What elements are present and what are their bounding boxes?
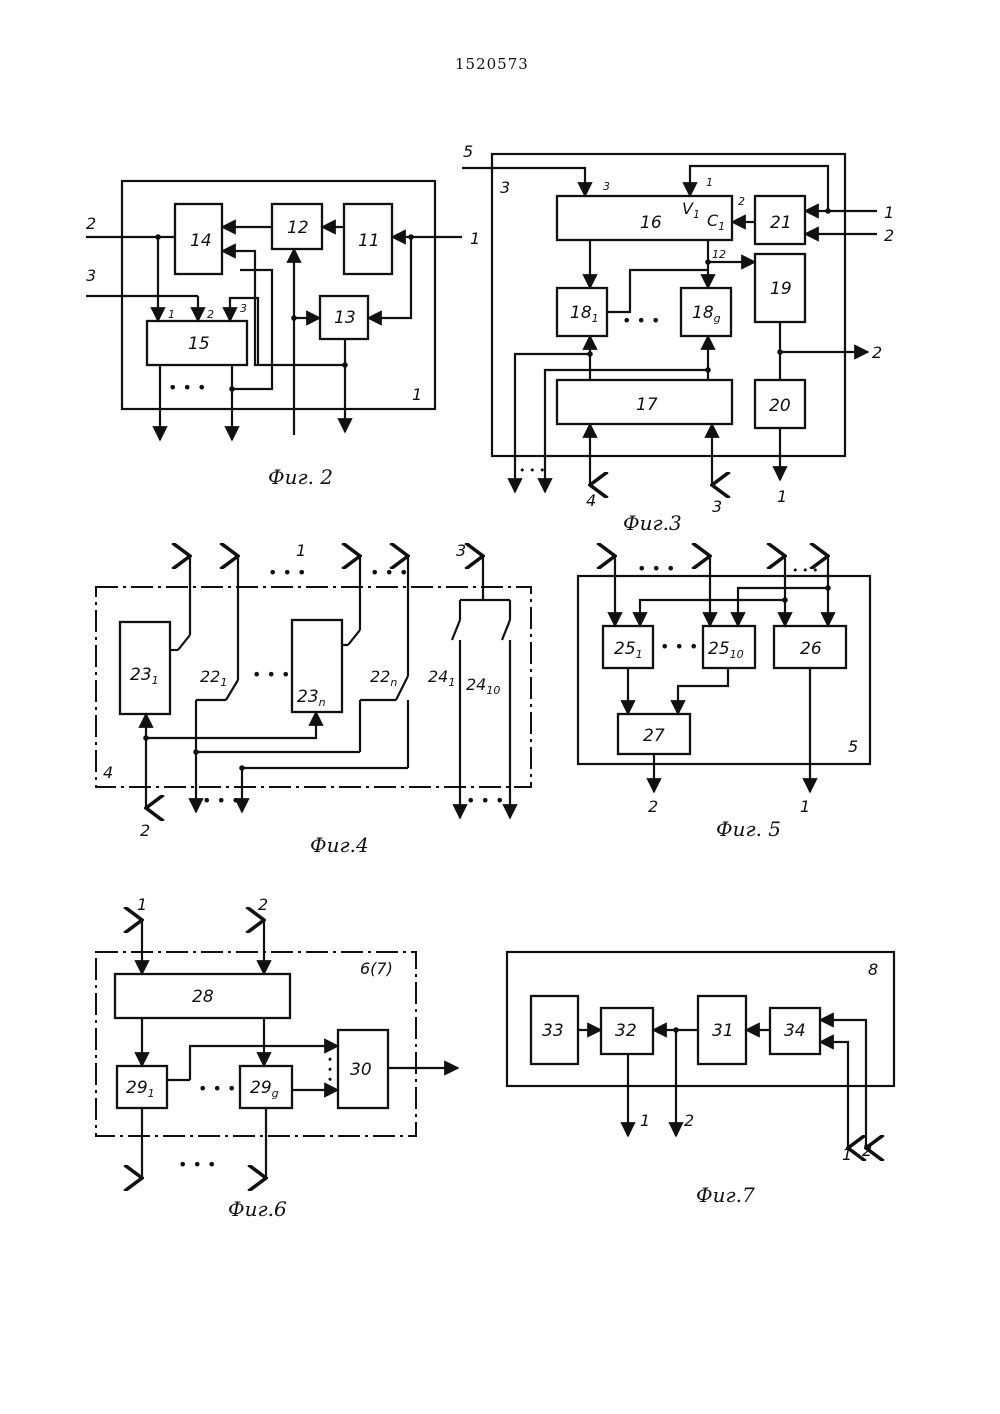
fig7-input-2-label: 2 bbox=[862, 1141, 872, 1160]
fig6-caption: Фиг.6 bbox=[228, 1197, 287, 1221]
fig7-input-1-label: 1 bbox=[842, 1145, 852, 1164]
fig2-frame-label: 1 bbox=[412, 385, 422, 404]
fig5-frame-label: 5 bbox=[848, 737, 858, 756]
fig6-connections bbox=[142, 920, 458, 1178]
fig3-block-16-label: 16 bbox=[640, 213, 662, 233]
fig3-block-21-label: 21 bbox=[770, 213, 792, 233]
figure-3: 3 16 V1 C1 21 19 181 18g 17 20 bbox=[462, 142, 894, 535]
figure-7: 8 33 32 31 34 1 2 1 2 Фиг.7 bbox=[507, 952, 894, 1207]
fig4-input-3-label: 3 bbox=[456, 541, 466, 560]
fig5-block-27-label: 27 bbox=[643, 726, 665, 746]
fig2-input-2-label: 2 bbox=[86, 214, 96, 233]
fig3-blocks-ellipsis: • • • bbox=[622, 311, 660, 330]
fig7-frame-label: 8 bbox=[868, 960, 878, 979]
fig3-output-2-label: 2 bbox=[872, 343, 882, 362]
fig5-caption: Фиг. 5 bbox=[716, 817, 781, 841]
fig6-frame-label: 6(7) bbox=[360, 959, 393, 978]
fig5-block-26-label: 26 bbox=[800, 639, 822, 659]
fig7-output-2-label: 2 bbox=[684, 1111, 694, 1130]
fig3-port-2-label: 2 bbox=[738, 195, 745, 208]
fig3-outputs-ellipsis: • • • bbox=[519, 464, 545, 477]
fig6-blocks-ellipsis: • • • bbox=[198, 1079, 236, 1098]
fig2-port-3-label: 3 bbox=[240, 302, 247, 315]
fig4-inputs-ellipsis-2: • • • bbox=[370, 563, 408, 582]
fig3-block-20-label: 20 bbox=[769, 396, 791, 416]
fig3-input-r1-label: 1 bbox=[884, 203, 894, 222]
fig7-output-1-label: 1 bbox=[640, 1111, 650, 1130]
fig4-switch-24-10-label: 2410 bbox=[466, 675, 500, 697]
fig2-block-15-label: 15 bbox=[188, 334, 210, 354]
fig4-blocks-ellipsis: • • • bbox=[252, 665, 290, 684]
fig6-block-30-label: 30 bbox=[350, 1060, 372, 1080]
fig3-input-4-label: 4 bbox=[586, 491, 596, 510]
fig5-output-1-label: 1 bbox=[800, 797, 810, 816]
figure-2: 1 14 12 11 13 15 bbox=[86, 181, 480, 489]
fig5-inputs-ellipsis: • • • bbox=[637, 559, 675, 578]
fig2-input-3-label: 3 bbox=[86, 266, 96, 285]
fig4-inputs-ellipsis: • • • bbox=[268, 563, 306, 582]
fig5-output-2-label: 2 bbox=[648, 797, 658, 816]
fig3-block-17-label: 17 bbox=[636, 395, 658, 415]
figure-6: 6(7) 28 291 29g 30 1 2 • • • • • • • • •… bbox=[96, 895, 458, 1221]
fig4-switch-22-1-label: 221 bbox=[200, 667, 227, 689]
fig5-blocks-ellipsis: • • • bbox=[660, 637, 698, 656]
fig3-output-1-label: 1 bbox=[777, 487, 787, 506]
fig3-frame-label: 3 bbox=[500, 178, 510, 197]
fig6-inputs-ellipsis: • • • bbox=[323, 1056, 336, 1082]
fig3-port-12-label: 12 bbox=[712, 248, 726, 261]
fig6-input-1-label: 1 bbox=[137, 895, 147, 914]
fig3-input-5-label: 5 bbox=[463, 142, 473, 161]
fig2-caption: Фиг. 2 bbox=[268, 465, 333, 489]
fig2-input-1-label: 1 bbox=[470, 229, 480, 248]
fig7-block-32-label: 32 bbox=[615, 1021, 637, 1041]
fig4-outputs-ellipsis: • • • bbox=[202, 791, 240, 810]
fig3-input-r2-label: 2 bbox=[884, 226, 894, 245]
fig2-block-11-label: 11 bbox=[358, 231, 380, 251]
fig2-block-14-label: 14 bbox=[190, 231, 212, 251]
fig6-block-28-label: 28 bbox=[192, 987, 214, 1007]
fig2-port-1-label: 1 bbox=[168, 308, 175, 321]
fig4-frame-label: 4 bbox=[103, 763, 113, 782]
fig2-outputs-ellipsis: • • • bbox=[168, 378, 206, 397]
fig4-switch-22-n-label: 22n bbox=[370, 667, 397, 689]
figure-4: 4 231 23n bbox=[96, 541, 531, 857]
fig4-input-2-label: 2 bbox=[140, 821, 150, 840]
fig7-caption: Фиг.7 bbox=[696, 1183, 755, 1207]
fig7-block-33-label: 33 bbox=[542, 1021, 564, 1041]
fig2-block-12-label: 12 bbox=[287, 218, 309, 238]
figure-5: 5 251 2510 26 27 • • • • • • • • • 2 1 Ф… bbox=[578, 556, 870, 841]
fig2-block-13-label: 13 bbox=[334, 308, 356, 328]
fig7-block-31-label: 31 bbox=[712, 1021, 734, 1041]
fig3-input-3-label: 3 bbox=[712, 497, 722, 516]
fig5-inputs-ellipsis-2: • • • bbox=[792, 564, 818, 577]
fig4-inputs-1-label: 1 bbox=[296, 541, 306, 560]
fig3-port-3-label: 3 bbox=[603, 180, 610, 193]
fig5-connections bbox=[615, 556, 831, 792]
fig3-block-19-label: 19 bbox=[770, 279, 792, 299]
fig6-input-2-label: 2 bbox=[258, 895, 268, 914]
fig4-switch-outputs-ellipsis: • • • bbox=[466, 791, 504, 810]
fig4-caption: Фиг.4 bbox=[310, 833, 369, 857]
fig6-outputs-ellipsis: • • • bbox=[178, 1155, 216, 1174]
fig2-port-2-label: 2 bbox=[207, 308, 214, 321]
fig4-switch-24-1-label: 241 bbox=[428, 667, 455, 689]
fig3-port-1-label: 1 bbox=[706, 176, 713, 189]
fig3-caption: Фиг.3 bbox=[623, 511, 682, 535]
fig7-block-34-label: 34 bbox=[784, 1021, 806, 1041]
